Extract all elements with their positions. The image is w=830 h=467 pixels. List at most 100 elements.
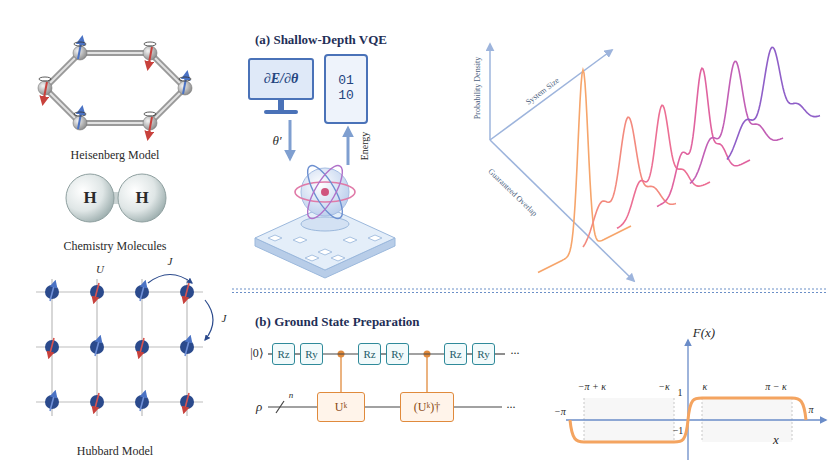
parameter-label: J bbox=[222, 312, 227, 324]
heisenberg-ring bbox=[144, 42, 156, 46]
tick-label: −κ bbox=[658, 381, 670, 392]
heisenberg-ring bbox=[43, 82, 47, 103]
energy-server: 01 10 bbox=[324, 54, 368, 124]
tick-label: π − κ bbox=[765, 381, 787, 392]
quantum-chip bbox=[293, 237, 307, 243]
feedback-arrow bbox=[289, 120, 292, 158]
monitor-stand bbox=[264, 100, 298, 114]
quantum-chip bbox=[368, 235, 382, 241]
hubbard-lattice bbox=[36, 401, 203, 402]
panel-divider bbox=[232, 288, 828, 289]
box-text: Ry bbox=[477, 348, 489, 360]
hubbard-lattice bbox=[184, 393, 189, 412]
control-line bbox=[338, 351, 431, 393]
box-text: ∂E/∂θ bbox=[264, 71, 298, 87]
controlled-unitary: (Uᵏ)† bbox=[400, 392, 454, 422]
circuit-wire bbox=[268, 406, 317, 407]
hubbard-lattice bbox=[49, 338, 54, 357]
qubit-wire bbox=[323, 353, 358, 354]
feedback-arrow bbox=[290, 120, 348, 165]
quantum-chip bbox=[301, 161, 348, 223]
box-text: Rz bbox=[363, 348, 375, 360]
feedback-arrow bbox=[347, 129, 350, 165]
hubbard-lattice bbox=[140, 392, 145, 411]
atom-symbol: H bbox=[135, 189, 148, 208]
model-label: Chemistry Molecules bbox=[64, 240, 167, 253]
box-text: Rz bbox=[449, 348, 461, 360]
box-text: Ry bbox=[391, 348, 403, 360]
hubbard-lattice bbox=[50, 392, 55, 411]
plot-axes bbox=[489, 44, 491, 140]
gradient-screen: ∂E/∂θ bbox=[248, 58, 314, 100]
hubbard-lattice bbox=[50, 282, 55, 301]
quantum-chip bbox=[255, 161, 395, 278]
axis-label: Probability Density bbox=[474, 57, 483, 119]
tick-label: −π bbox=[554, 406, 566, 417]
axis-label: F(x) bbox=[693, 326, 715, 340]
hubbard-lattice bbox=[94, 283, 99, 302]
ellipsis: ... bbox=[507, 398, 516, 411]
axis-label: System Size bbox=[525, 77, 562, 108]
axis-label: x bbox=[773, 433, 779, 447]
hopping-arrow bbox=[148, 275, 213, 341]
density-curve bbox=[727, 47, 820, 159]
ellipsis: ... bbox=[511, 344, 520, 357]
h2-molecule bbox=[66, 174, 166, 222]
tick-label: 1 bbox=[678, 387, 683, 398]
hubbard-lattice bbox=[139, 338, 144, 357]
control-line bbox=[340, 354, 341, 392]
register-size: n bbox=[289, 391, 294, 401]
model-label: Hubbard Model bbox=[77, 445, 153, 458]
quantum-chip bbox=[331, 255, 345, 261]
box-text: Uᵏ bbox=[335, 400, 347, 415]
box-text: Rz bbox=[277, 348, 289, 360]
hopping-arrow bbox=[148, 275, 192, 284]
heisenberg-ring bbox=[78, 108, 82, 129]
h2-molecule bbox=[118, 174, 166, 222]
box-text: (Uᵏ)† bbox=[414, 400, 440, 415]
hubbard-lattice bbox=[184, 283, 189, 302]
atom-symbol: H bbox=[83, 189, 96, 208]
heisenberg-ring bbox=[45, 53, 185, 123]
tick-label: −π + κ bbox=[578, 381, 606, 392]
hubbard-lattice bbox=[95, 337, 100, 356]
density-curve bbox=[690, 61, 783, 183]
quantum-chip bbox=[318, 249, 332, 255]
h2-molecule bbox=[66, 174, 114, 222]
hopping-arrow bbox=[205, 300, 213, 340]
hubbard-lattice bbox=[185, 337, 190, 356]
tick-label: π bbox=[808, 404, 813, 415]
heisenberg-ring bbox=[39, 77, 51, 81]
monitor-stand bbox=[278, 100, 284, 110]
state-label: ρ bbox=[256, 400, 262, 414]
rotation-gate: Rz bbox=[272, 343, 295, 365]
density-curve bbox=[657, 68, 750, 206]
rotation-gate: Rz bbox=[444, 343, 467, 365]
quantum-chip bbox=[343, 237, 357, 243]
quantum-chip bbox=[295, 182, 355, 202]
heisenberg-ring bbox=[78, 38, 82, 59]
quantum-chip bbox=[321, 188, 329, 196]
panel-title: (a) Shallow-Depth VQE bbox=[255, 33, 387, 47]
panel-title: (b) Ground State Preparation bbox=[255, 315, 420, 329]
filter-plot bbox=[687, 340, 688, 460]
tick-label: −1 bbox=[673, 425, 684, 436]
monitor-stand bbox=[264, 110, 298, 114]
rotation-gate: Ry bbox=[472, 343, 495, 365]
qubit-wire bbox=[365, 406, 400, 407]
heisenberg-ring bbox=[144, 112, 156, 116]
rotation-gate: Ry bbox=[300, 343, 323, 365]
quantum-chip bbox=[305, 255, 319, 261]
heisenberg-ring bbox=[74, 112, 86, 116]
heisenberg-ring bbox=[38, 38, 192, 138]
parameter-label: J bbox=[168, 255, 173, 267]
heisenberg-ring bbox=[74, 42, 86, 46]
filter-plot bbox=[566, 419, 826, 420]
filter-plot bbox=[566, 340, 826, 460]
qubit-wire bbox=[409, 353, 444, 354]
parameter-label: θ′ bbox=[272, 134, 281, 148]
hubbard-lattice bbox=[36, 279, 203, 416]
hubbard-lattice bbox=[36, 346, 203, 347]
